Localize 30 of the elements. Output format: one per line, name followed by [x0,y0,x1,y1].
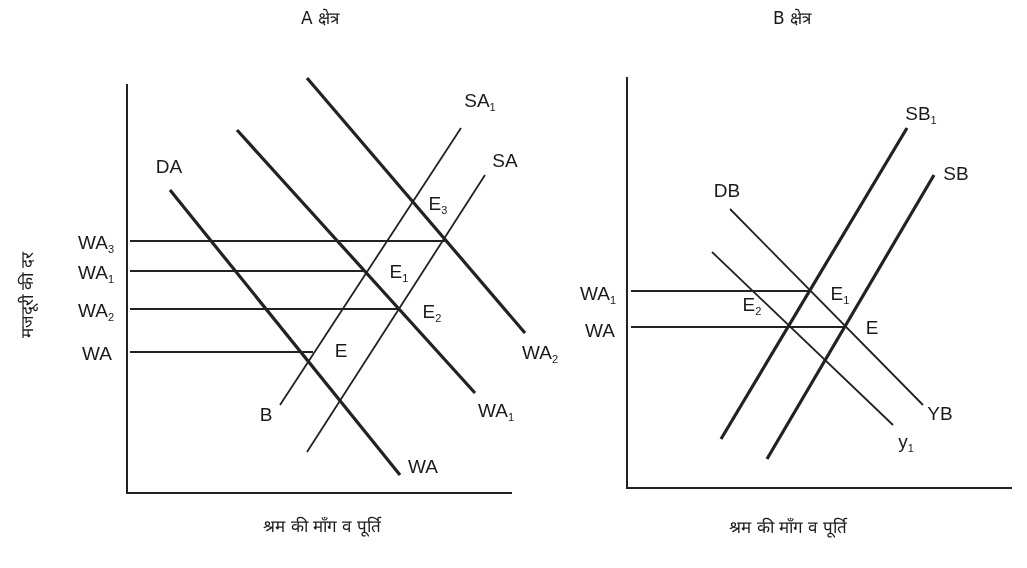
panel-title: A क्षेत्र [301,9,339,27]
curve-label: WA$_{2}$ [522,342,558,366]
point-label: E$_{2}$ [422,301,442,325]
wage-label: WA [585,320,615,340]
curve-label: SB$_{1}$ [905,103,937,127]
curve-label: SA$_{1}$ [464,90,496,114]
panel-title: B क्षेत्र [772,9,812,27]
curve-label: DA [155,156,183,176]
wage-label: WA$_{1}$ [580,283,616,307]
curve-label: B [259,404,273,424]
curve-label: DB [713,180,741,200]
curve-label: SB [943,163,969,183]
point-label: E$_{2}$ [742,294,762,318]
curve-label: WA [408,456,438,476]
point-label: E$_{1}$ [389,261,409,285]
point-label: E [334,340,348,360]
point-label: E [865,317,879,337]
axis-title: मजदूरी की दर [18,251,36,339]
wage-label: WA$_{3}$ [78,232,114,256]
axis-title: श्रम की माँग व पूर्ति [263,517,381,535]
point-label: E$_{3}$ [428,193,448,217]
curve-label: y$_{1}$ [898,431,914,455]
wage-label: WA$_{1}$ [78,262,114,286]
axis-title: श्रम की माँग व पूर्ति [729,518,847,536]
wage-label: WA$_{2}$ [78,300,114,324]
curve-label: YB [927,403,953,423]
curve-label: WA$_{1}$ [478,400,514,424]
curve-label: SA [492,150,518,170]
wage-label: WA [82,343,112,363]
point-label: E$_{1}$ [830,283,850,307]
